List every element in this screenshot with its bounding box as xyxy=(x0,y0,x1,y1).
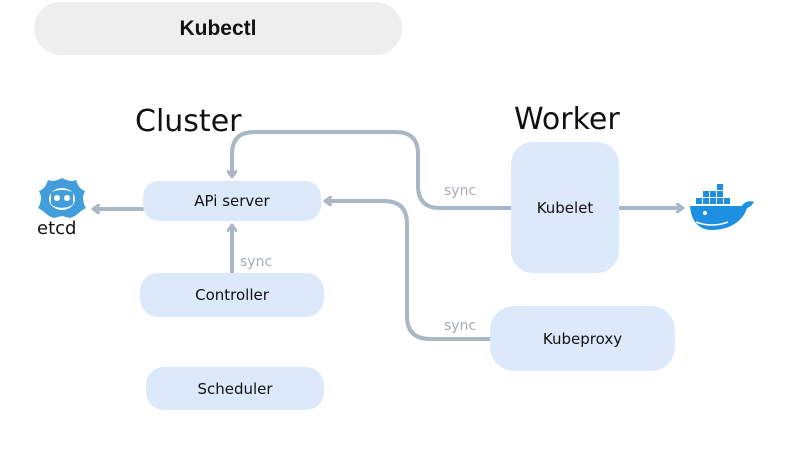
etcd-label: etcd xyxy=(37,218,77,239)
scheduler-box: Scheduler xyxy=(146,367,324,410)
api-server-box: APi server xyxy=(143,181,321,221)
title-pill: Kubectl xyxy=(34,2,402,55)
kubeproxy-to-api-arrow xyxy=(326,201,492,341)
api-server-label: APi server xyxy=(194,192,270,210)
kubelet-box: Kubelet xyxy=(511,142,619,273)
kubeproxy-box: Kubeproxy xyxy=(490,306,675,371)
kubeproxy-sync-label: sync xyxy=(444,318,477,334)
etcd-logo-icon xyxy=(38,178,86,218)
docker-whale-icon xyxy=(690,184,754,230)
cluster-heading: Cluster xyxy=(135,104,242,139)
kubelet-sync-label: sync xyxy=(444,183,477,199)
controller-box: Controller xyxy=(140,273,324,317)
diagram-title: Kubectl xyxy=(179,16,257,40)
kubelet-to-api-arrow xyxy=(232,130,512,210)
worker-heading: Worker xyxy=(514,102,620,137)
kubelet-label: Kubelet xyxy=(536,198,594,217)
scheduler-label: Scheduler xyxy=(197,379,273,398)
kubeproxy-label: Kubeproxy xyxy=(542,329,623,348)
controller-sync-label: sync xyxy=(240,254,273,270)
controller-label: Controller xyxy=(195,286,269,304)
